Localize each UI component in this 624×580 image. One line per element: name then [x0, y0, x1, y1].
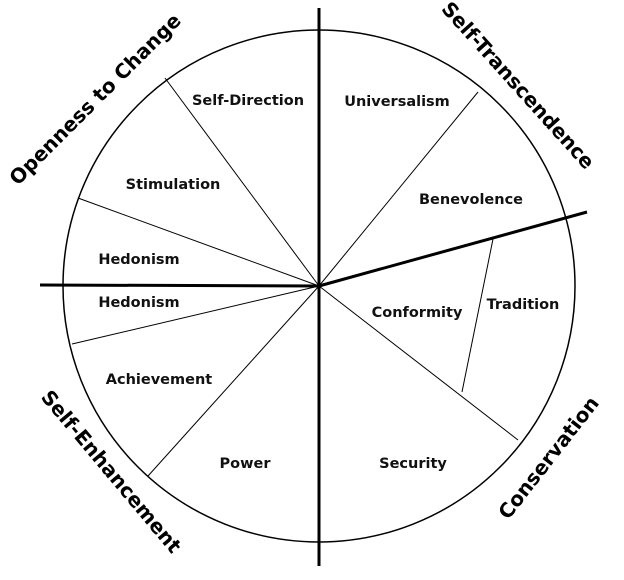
- divider-stimulation-hedonism: [77, 197, 320, 287]
- label-hedonism-lower: Hedonism: [98, 295, 179, 311]
- axis-left-horizontal: [39, 283, 320, 288]
- label-self-direction: Self-Direction: [192, 93, 304, 109]
- divider-universalism-benevolence: [318, 91, 479, 287]
- axis-right-diagonal: [318, 210, 588, 288]
- divider-tradition-inner: [461, 238, 494, 393]
- label-tradition: Tradition: [487, 297, 560, 313]
- label-power: Power: [220, 456, 272, 472]
- label-conformity: Conformity: [372, 305, 463, 321]
- label-achievement: Achievement: [106, 372, 212, 388]
- label-stimulation: Stimulation: [126, 177, 221, 193]
- label-hedonism-upper: Hedonism: [98, 252, 179, 268]
- divider-achievement-power: [147, 285, 320, 477]
- label-security: Security: [379, 456, 447, 472]
- label-benevolence: Benevolence: [419, 192, 523, 208]
- label-universalism: Universalism: [344, 94, 450, 110]
- divider-conformity-security: [318, 285, 519, 441]
- divider-hedonism-achievement: [71, 285, 320, 345]
- divider-selfdirection-stimulation: [164, 77, 320, 287]
